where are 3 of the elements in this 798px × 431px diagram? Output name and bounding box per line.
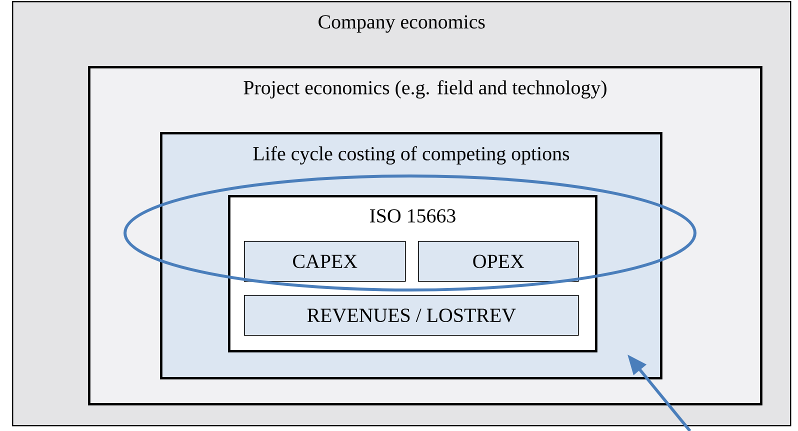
cost-box: CAPEX <box>244 241 406 282</box>
cost-box: OPEX <box>418 241 579 282</box>
cost-box: REVENUES / LOSTREV <box>244 295 579 336</box>
